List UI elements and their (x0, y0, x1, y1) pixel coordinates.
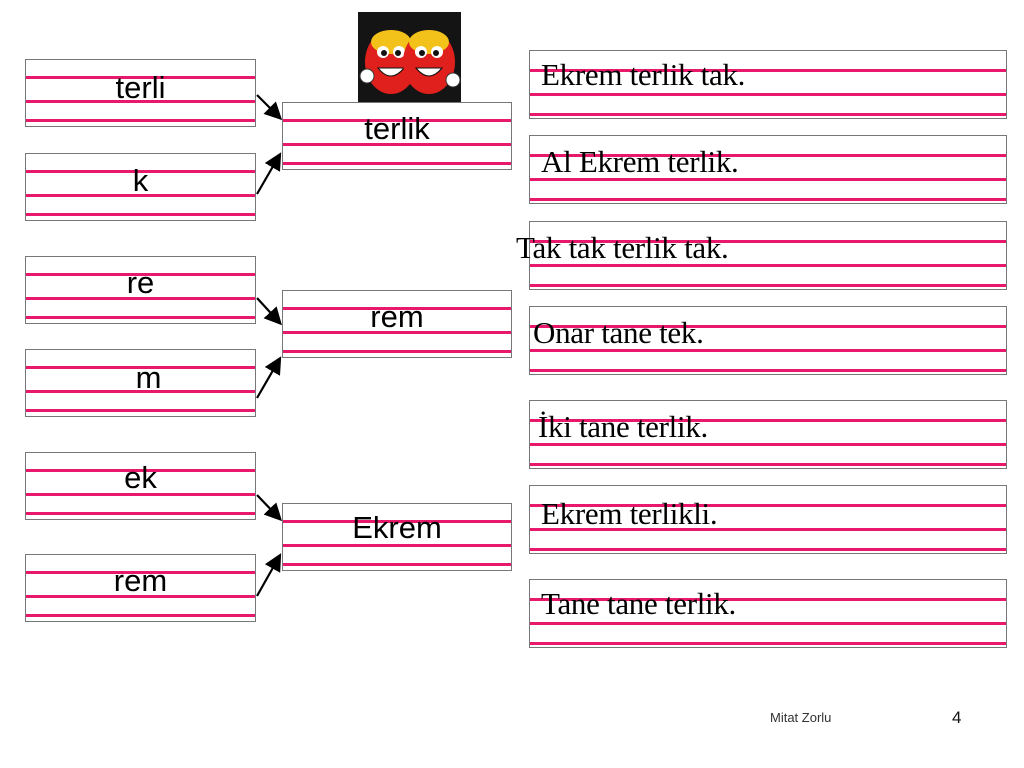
word-box-terlik: terlik (282, 102, 512, 170)
arrow-ek-to-ekrem (256, 494, 283, 522)
syllable-box-terli: terli (25, 59, 256, 127)
word-text: terlik (364, 111, 430, 146)
sentence-box-7: Tane tane terlik. (529, 579, 1007, 648)
sentence-text: Ekrem terlikli. (541, 496, 718, 531)
sentence-text: Tane tane terlik. (541, 586, 736, 621)
author-name: Mitat Zorlu (770, 710, 832, 725)
sentence-text: Tak tak terlik tak. (516, 230, 729, 265)
slippers-icon (358, 12, 461, 102)
sentence-text: Al Ekrem terlik. (541, 144, 739, 179)
sentence-text: Ekrem terlik tak. (541, 57, 746, 92)
syllable-box-ek: ek (25, 452, 256, 520)
sentence-box-1: Ekrem terlik tak. (529, 50, 1007, 119)
arrow-terli-to-terlik (256, 94, 283, 121)
arrow-rem-to-ekrem (256, 553, 282, 597)
syllable-box-m: m (25, 349, 256, 417)
syllable-text: k (132, 163, 149, 198)
sentence-text: İki tane terlik. (538, 409, 708, 444)
syllable-text: re (126, 265, 155, 300)
arrow-re-to-rem (256, 297, 282, 326)
sentence-box-4: Onar tane tek. (529, 306, 1007, 375)
page-number: 4 (952, 708, 962, 727)
word-box-ekrem: Ekrem (282, 503, 512, 571)
sentence-box-5: İki tane terlik. (529, 400, 1007, 469)
word-text: rem (370, 299, 424, 334)
syllable-box-re: re (25, 256, 256, 324)
sentence-box-2: Al Ekrem terlik. (529, 135, 1007, 204)
word-text: Ekrem (352, 510, 442, 545)
syllable-box-k: k (25, 153, 256, 221)
sentence-box-6: Ekrem terlikli. (529, 485, 1007, 554)
sentence-box-3: Tak tak terlik tak. (516, 221, 1007, 290)
syllable-text: terli (115, 70, 166, 105)
red-slippers-picture (358, 12, 461, 102)
syllable-text: ek (124, 460, 157, 495)
syllable-text: m (135, 360, 162, 395)
syllable-box-rem: rem (25, 554, 256, 622)
syllable-text: rem (113, 563, 168, 598)
arrow-k-to-terlik (256, 152, 282, 195)
arrow-m-to-rem (256, 356, 282, 399)
sentence-text: Onar tane tek. (533, 315, 704, 350)
word-box-rem: rem (282, 290, 512, 358)
